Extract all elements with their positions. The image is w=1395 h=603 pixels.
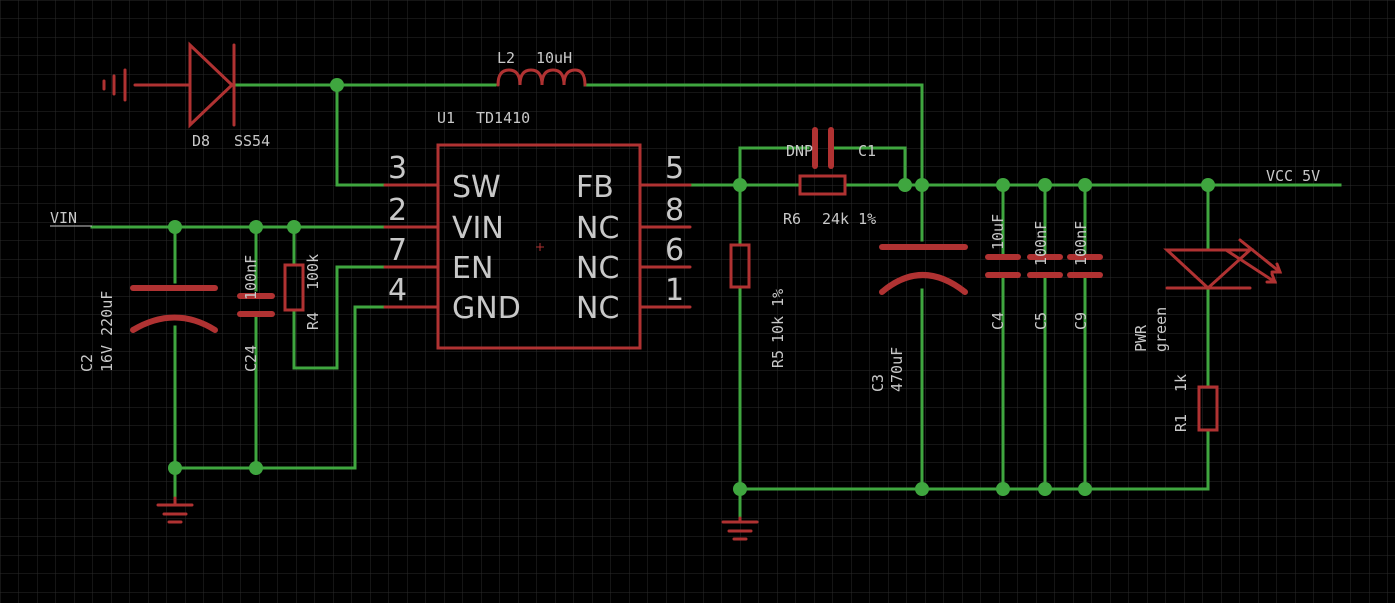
l2-value: 10uH (536, 49, 572, 67)
capacitor-c24[interactable] (237, 293, 275, 317)
c3-value: 470uF (888, 347, 906, 392)
pin-name: VIN (452, 211, 504, 246)
resistor-r5[interactable] (729, 243, 751, 289)
c3-ref: C3 (869, 374, 887, 392)
pin-number: 4 (388, 273, 407, 308)
u1-left-pins: 3 2 7 4 SW VIN EN GND (388, 151, 521, 326)
capacitor-c4[interactable] (985, 254, 1021, 278)
c24-value: 100nF (242, 255, 260, 300)
capacitor-c5[interactable] (1027, 254, 1063, 278)
pin-name: NC (576, 251, 619, 286)
junctions (168, 78, 1215, 496)
pin-number: 1 (665, 273, 684, 308)
d8-value: SS54 (234, 132, 270, 150)
pin-number: 5 (665, 151, 684, 186)
pin-number: 3 (388, 151, 407, 186)
ground-symbol-left (156, 496, 194, 524)
r5-ref: R5 (769, 350, 787, 368)
capacitor-c9[interactable] (1067, 254, 1103, 278)
pin-name: FB (576, 170, 614, 205)
led-value: green (1152, 307, 1170, 352)
net-label-vin: VIN (50, 209, 77, 227)
ground-symbol-top-left (102, 68, 187, 102)
c2-ref: C2 (78, 354, 96, 372)
u1-value: TD1410 (476, 109, 530, 127)
c1-value: DNP (786, 142, 813, 160)
ic-u1[interactable] (383, 143, 692, 350)
pin-name: EN (452, 251, 493, 286)
capacitor-c3[interactable] (879, 244, 968, 295)
r5-value: 10k 1% (769, 289, 787, 343)
pin-name: SW (452, 170, 501, 205)
diode-d8[interactable] (183, 41, 236, 129)
u1-right-pins: 5 8 6 1 FB NC NC NC (576, 151, 684, 326)
pin-name: NC (576, 291, 619, 326)
l2-ref: L2 (497, 49, 515, 67)
pin-number: 2 (388, 193, 407, 228)
c5-ref: C5 (1032, 312, 1050, 330)
resistor-r6[interactable] (798, 174, 847, 196)
r1-ref: R1 (1172, 414, 1190, 432)
capacitor-c2[interactable] (130, 285, 218, 333)
u1-ref: U1 (437, 109, 455, 127)
r6-ref: R6 (783, 210, 801, 228)
ground-symbol-right (721, 516, 759, 541)
r4-value: 100k (304, 254, 322, 290)
net-label-vcc: VCC_5V (1266, 167, 1320, 185)
led-pwr[interactable] (1163, 238, 1283, 291)
pin-number: 8 (665, 193, 684, 228)
pin-name: GND (452, 291, 521, 326)
capacitor-c1[interactable] (812, 127, 834, 169)
r1-value: 1k (1172, 374, 1190, 392)
c24-ref: C24 (242, 345, 260, 372)
pin-number: 6 (665, 233, 684, 268)
c4-value: 10uF (989, 214, 1007, 250)
resistor-r1[interactable] (1197, 385, 1219, 432)
c1-ref: C1 (858, 142, 876, 160)
resistor-r4[interactable] (283, 263, 305, 312)
r4-ref: R4 (304, 312, 322, 330)
pin-number: 7 (388, 233, 407, 268)
c9-ref: C9 (1072, 312, 1090, 330)
c9-value: 100nF (1072, 221, 1090, 266)
inductor-l2[interactable] (496, 68, 587, 87)
pin-name: NC (576, 211, 619, 246)
led-ref: PWR (1132, 324, 1150, 352)
c4-ref: C4 (989, 312, 1007, 330)
c5-value: 100nF (1032, 221, 1050, 266)
d8-ref: D8 (192, 132, 210, 150)
c2-value: 16V 220uF (98, 291, 116, 372)
r6-value: 24k 1% (822, 210, 876, 228)
